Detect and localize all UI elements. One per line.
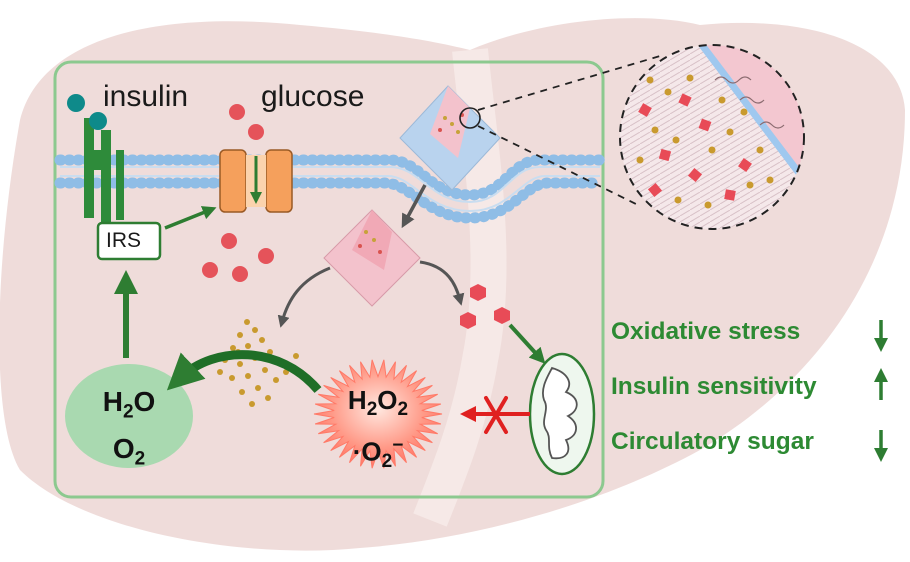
internalization-arrow — [401, 184, 427, 229]
oxygen-formula: O2 — [112, 432, 146, 470]
hexagon-fragments — [460, 284, 510, 329]
peroxide-formula: H2O2 — [347, 385, 409, 421]
insulin-molecule — [67, 94, 85, 112]
cell-membrane — [54, 154, 606, 224]
zoom-circle-border — [619, 44, 805, 230]
mitochondrion-icon — [528, 352, 596, 476]
cell-boundary — [53, 60, 605, 499]
zoom-target-ring — [459, 107, 481, 129]
to-mitochondrion-arrow — [508, 323, 546, 364]
superoxide-formula: ·O2− — [352, 435, 404, 473]
ros-burst — [313, 359, 443, 469]
degradation-arrow-left — [277, 266, 331, 328]
zoom-inset — [620, 45, 804, 229]
water-formula: H2O — [102, 386, 156, 423]
glucose-label: glucose — [261, 80, 365, 113]
product-species: H2O O2 — [74, 384, 184, 477]
gold-nanoparticle-cluster — [217, 319, 299, 407]
outcome-oxidative-stress: Oxidative stress — [611, 318, 801, 345]
outcome-circulatory-sugar: Circulatory sugar — [611, 428, 814, 455]
irs-to-glucose-arrow — [164, 206, 217, 230]
glucose-molecules — [202, 104, 274, 282]
insulin-molecule — [89, 112, 107, 130]
irs-box — [96, 221, 162, 261]
ros-species: H2O2 ·O2− — [318, 382, 438, 480]
zoom-line — [477, 55, 661, 111]
degradation-arrow-right — [419, 260, 465, 306]
nanoparticle-entering — [399, 85, 501, 191]
insulin-receptor — [67, 94, 124, 225]
insulin-label: insulin — [103, 80, 189, 113]
zoom-line — [477, 125, 641, 207]
irs-label: IRS — [106, 229, 142, 252]
product-ellipse — [65, 364, 193, 468]
ros-scavenging-arrow — [166, 350, 322, 393]
glucose-transporter — [219, 149, 293, 213]
cross-icon — [484, 396, 508, 434]
outcome-insulin-sensitivity: Insulin sensitivity — [611, 373, 817, 400]
nanoparticle-internalized — [323, 209, 421, 307]
